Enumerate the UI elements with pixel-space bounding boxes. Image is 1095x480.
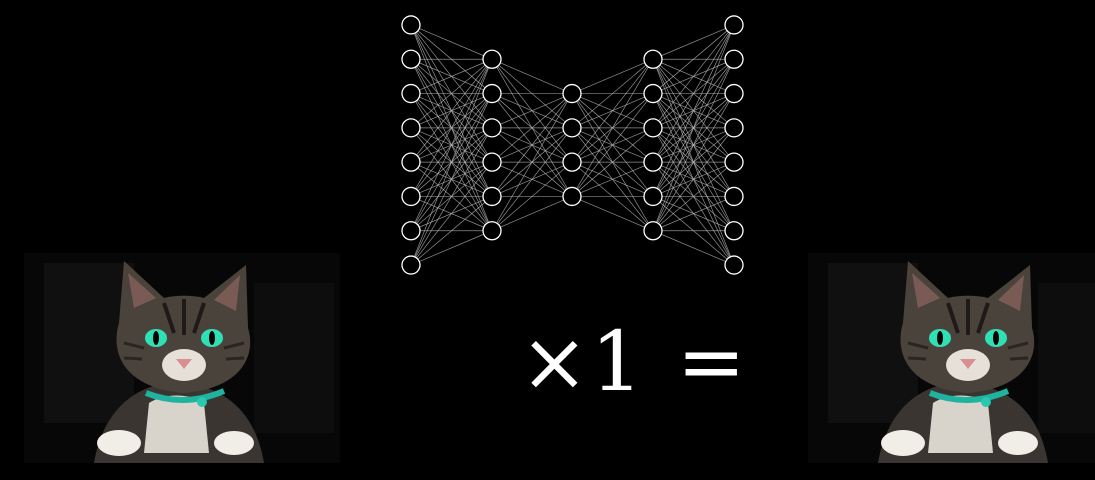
network-edge [410,58,493,129]
network-node [724,152,744,172]
network-edge [571,196,654,232]
network-node [401,118,421,138]
network-layer-4 [643,49,663,241]
network-node [724,118,744,138]
network-node [724,15,744,35]
output-cat-image [808,253,1095,463]
network-node [724,186,744,207]
network-edge [652,196,735,232]
network-layer-3 [562,83,582,207]
input-cat-image [24,253,340,463]
network-edge [652,161,735,232]
network-node [401,221,421,241]
network-edge [571,161,654,197]
network-edge [410,24,493,60]
network-node [401,83,421,104]
network-edge [571,58,654,129]
network-edge [652,24,735,197]
network-node [401,255,421,275]
network-node [643,49,663,69]
network-edge [491,93,573,231]
autoencoder-network [401,15,744,275]
network-node [643,221,663,241]
network-edge [410,93,493,266]
cat-illustration-left [24,253,340,463]
times-symbol: × [520,315,589,410]
network-edge [652,230,735,266]
network-edge [652,127,735,231]
network-node [482,83,502,104]
network-edge [571,93,654,197]
network-node [482,186,502,207]
network-edge [410,230,493,266]
network-node [643,186,663,207]
network-node [482,118,502,138]
network-edge [410,58,493,94]
network-edge [652,93,735,231]
network-edges [410,24,735,266]
multiplier-value: 1 [590,315,643,410]
cat-illustration-right [808,253,1095,463]
network-layer-1 [401,15,421,275]
network-edge [571,59,654,197]
network-node [401,49,421,69]
network-edge [571,127,654,197]
network-node [643,118,663,138]
network-node [562,186,582,207]
network-edge [410,59,493,231]
network-node [482,152,502,172]
network-node [724,221,744,241]
network-node [562,83,582,104]
network-edge [491,58,573,94]
network-node [401,186,421,207]
network-node [401,15,421,35]
network-edge [410,196,493,266]
network-edge [491,127,573,231]
network-edge [410,127,493,266]
network-edge [571,59,654,163]
network-node [482,221,502,241]
network-layer-5 [724,15,744,275]
network-edge [491,93,573,129]
network-edge [652,24,735,163]
network-edge [410,59,493,163]
network-node [643,83,663,104]
network-edge [652,24,735,94]
network-edge [410,59,493,197]
network-node [724,255,744,275]
network-edge [491,161,573,232]
multiplier-formula: × 1 = [520,318,746,408]
network-edge [410,59,493,266]
network-edge [571,58,654,94]
network-layer-2 [482,49,502,241]
network-node [724,49,744,69]
network-edge [410,161,493,266]
network-edge [652,24,735,129]
network-node [401,152,421,172]
network-node [724,83,744,104]
network-edge [652,24,735,60]
network-edge [652,24,735,231]
network-edge [491,93,573,163]
network-node [562,118,582,138]
network-node [562,152,582,172]
network-edge [491,196,573,232]
network-node [643,152,663,172]
equals-symbol: = [676,315,746,410]
network-edge [652,59,735,231]
network-node [482,49,502,69]
network-edge [491,93,573,197]
